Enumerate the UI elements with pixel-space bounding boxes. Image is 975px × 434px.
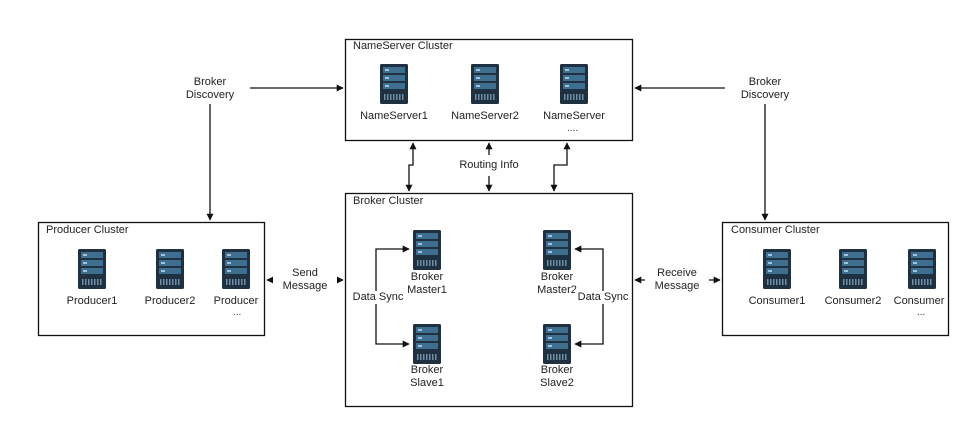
consumer1-server-icon xyxy=(763,249,791,289)
broker-cluster-title: Broker Cluster xyxy=(353,195,424,207)
broker-discovery-left-arrow xyxy=(206,84,344,221)
nameserver-cluster-title: NameServer Cluster xyxy=(353,40,453,52)
nameserver2-server-icon xyxy=(471,64,499,104)
broker-master2-line1: Broker xyxy=(540,271,574,283)
broker-slave1-line2: Slave1 xyxy=(410,377,444,389)
receive-message-line1: Receive xyxy=(657,267,697,279)
broker-slave2-label: Broker Slave2 xyxy=(527,364,587,390)
receive-message-label: Receive Message xyxy=(645,267,709,293)
producer3-server-icon xyxy=(222,249,250,289)
broker-master2-server-icon xyxy=(543,230,571,270)
routing-info-label: Routing Info xyxy=(449,159,529,172)
producer3-label: Producer xyxy=(213,295,259,307)
consumer2-label: Consumer2 xyxy=(824,295,882,307)
producer-cluster-box xyxy=(37,221,266,337)
broker-master2-line2: Master2 xyxy=(537,284,577,296)
broker-discovery-left-line1: Broker xyxy=(193,76,227,88)
receive-message-line2: Message xyxy=(654,280,700,292)
broker-discovery-right-label: Broker Discovery xyxy=(725,76,805,102)
broker-discovery-left-label: Broker Discovery xyxy=(170,76,250,102)
broker-slave1-label: Broker Slave1 xyxy=(397,364,457,390)
consumer1-label: Consumer1 xyxy=(748,295,806,307)
broker-discovery-right-line2: Discovery xyxy=(740,89,790,101)
broker-discovery-right-line1: Broker xyxy=(748,76,782,88)
producer1-server-icon xyxy=(78,249,106,289)
broker-slave1-server-icon xyxy=(413,324,441,364)
nameserver3-label: NameServer xyxy=(543,110,605,122)
consumer3-label: Consumer xyxy=(893,295,945,307)
broker-master2-label: Broker Master2 xyxy=(527,271,587,297)
nameserver1-label: NameServer1 xyxy=(360,110,428,122)
send-message-line1: Send xyxy=(292,267,318,279)
broker-master1-server-icon xyxy=(413,230,441,270)
broker-slave2-server-icon xyxy=(543,324,571,364)
producer1-label: Producer1 xyxy=(66,295,118,307)
broker-master1-line1: Broker xyxy=(410,271,444,283)
nameserver3-server-icon xyxy=(560,64,588,104)
broker-master1-line2: Master1 xyxy=(407,284,447,296)
nameserver-ellipsis: .... xyxy=(567,123,579,134)
data-sync-left-label: Data Sync xyxy=(350,291,406,304)
broker-cluster-box xyxy=(344,192,634,408)
nameserver2-label: NameServer2 xyxy=(451,110,519,122)
consumer-cluster-title: Consumer Cluster xyxy=(731,224,820,236)
nameserver1-server-icon xyxy=(380,64,408,104)
producer-ellipsis: ... xyxy=(233,307,242,318)
consumer-ellipsis: ... xyxy=(917,307,926,318)
broker-slave2-line2: Slave2 xyxy=(540,377,574,389)
broker-master1-label: Broker Master1 xyxy=(397,271,457,297)
data-sync-right-label: Data Sync xyxy=(575,291,631,304)
consumer-cluster-box xyxy=(721,221,950,337)
nameserver-cluster-box xyxy=(344,38,634,142)
routing-info-arrows xyxy=(405,142,571,192)
broker-discovery-right-arrow xyxy=(634,84,769,221)
consumer3-server-icon xyxy=(908,249,936,289)
broker-slave2-line1: Broker xyxy=(540,364,574,376)
consumer2-server-icon xyxy=(839,249,867,289)
broker-slave1-line1: Broker xyxy=(410,364,444,376)
send-message-line2: Message xyxy=(282,280,328,292)
producer-cluster-title: Producer Cluster xyxy=(46,224,129,236)
producer2-label: Producer2 xyxy=(144,295,196,307)
send-message-label: Send Message xyxy=(273,267,337,293)
broker-discovery-left-line2: Discovery xyxy=(185,89,235,101)
producer2-server-icon xyxy=(156,249,184,289)
